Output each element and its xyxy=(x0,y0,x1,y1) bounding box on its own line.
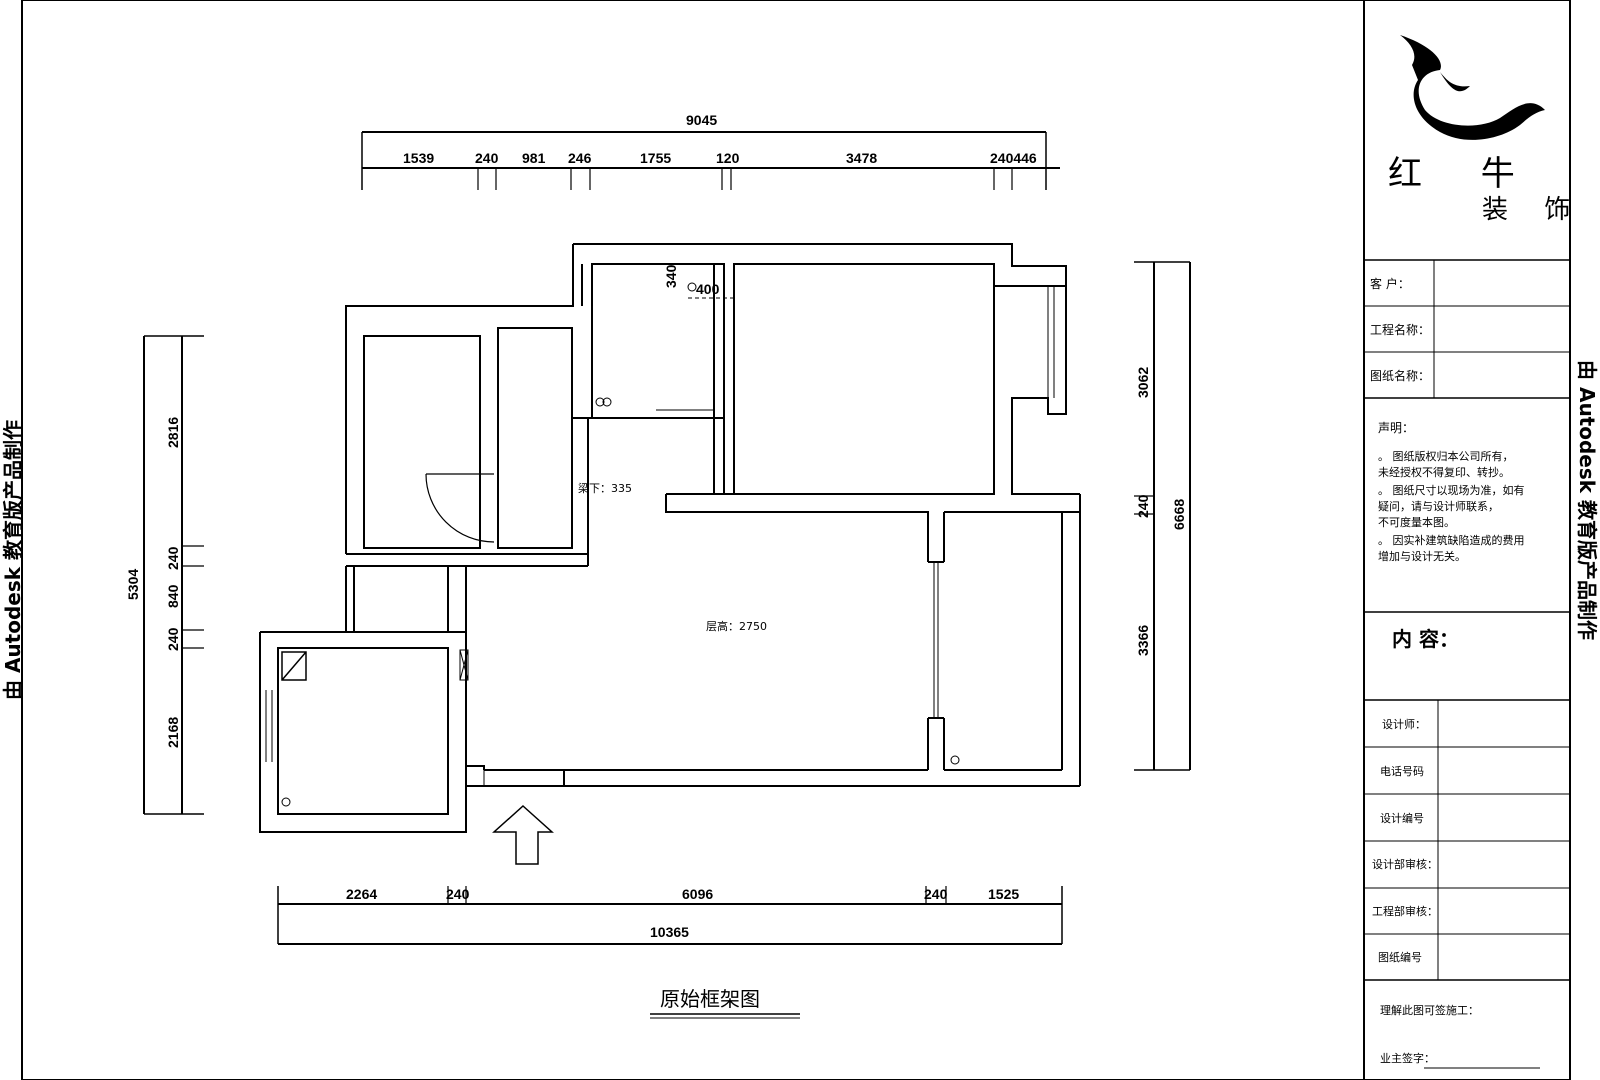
dim-top-seg: 1755 xyxy=(640,150,671,166)
door-swing-icon xyxy=(425,473,495,543)
statement-line: 。 因实补建筑缺陷造成的费用 xyxy=(1378,533,1525,547)
designer-label: 设计师： xyxy=(1382,718,1426,731)
dim-top-seg: 246 xyxy=(568,150,592,166)
pipe-icon xyxy=(602,397,612,407)
statement-line: 不可度量本图。 xyxy=(1378,515,1455,529)
dim-bottom-seg: 2264 xyxy=(346,886,377,902)
drawing-title: 原始框架图 xyxy=(660,987,760,1011)
pipe-icon xyxy=(595,397,605,407)
statement-line: 未经授权不得复印、转抄。 xyxy=(1378,465,1510,479)
construction-confirm-label: 理解此图可签施工： xyxy=(1380,1003,1479,1017)
dim-top-seg: 120 xyxy=(716,150,740,166)
dim-400: 400 xyxy=(696,281,720,297)
dim-bottom-seg: 6096 xyxy=(682,886,713,902)
statement-line: 。 图纸尺寸以现场为准，如有 xyxy=(1378,483,1525,497)
brand-name-line2: 装 饰 xyxy=(1482,195,1584,225)
statement-line: 。 图纸版权归本公司所有， xyxy=(1378,449,1514,463)
dim-top-seg: 3478 xyxy=(846,150,877,166)
dim-bottom-seg: 1525 xyxy=(988,886,1019,902)
dim-right-seg: 3062 xyxy=(1135,367,1151,398)
dim-left-seg: 240 xyxy=(165,627,181,651)
sheet-border xyxy=(21,0,1571,1080)
client-label: 客 户： xyxy=(1370,276,1410,291)
engineering-review-label: 工程部审核： xyxy=(1372,904,1438,918)
ceiling-height-note: 层高：2750 xyxy=(706,619,767,633)
right-dimension-lines xyxy=(1134,261,1191,771)
design-review-label: 设计部审核： xyxy=(1372,857,1438,871)
entrance-arrow-icon xyxy=(492,804,554,865)
dim-left-total: 5304 xyxy=(125,569,141,600)
statement-title: 声明： xyxy=(1378,421,1414,435)
statement-lines: 。 图纸版权归本公司所有， 未经授权不得复印、转抄。 。 图纸尺寸以现场为准，如… xyxy=(1378,449,1525,563)
dim-340: 340 xyxy=(663,264,679,288)
watermark-left: 由 Autodesk 教育版产品制作 xyxy=(1,420,25,700)
dim-top-seg: 240 xyxy=(475,150,499,166)
owner-signature-label: 业主签字： xyxy=(1380,1051,1435,1065)
dim-right-seg: 3366 xyxy=(1135,625,1151,656)
design-number-label: 设计编号 xyxy=(1380,811,1424,825)
drawing-name-label: 图纸名称： xyxy=(1370,368,1430,383)
dim-bottom-seg: 240 xyxy=(924,886,948,902)
dim-right-total: 6668 xyxy=(1171,499,1187,530)
dim-top-seg: 981 xyxy=(522,150,546,166)
dim-bottom-seg: 240 xyxy=(446,886,470,902)
dim-top-seg: 1539 xyxy=(403,150,434,166)
dim-top-seg: 240446 xyxy=(990,150,1037,166)
left-dimension-lines xyxy=(143,335,204,815)
brand-logo-icon xyxy=(1400,35,1545,140)
pipe-icon xyxy=(950,755,960,765)
pipe-icon xyxy=(281,797,291,807)
top-dimension-lines xyxy=(361,131,1060,190)
dim-left-seg: 240 xyxy=(165,546,181,570)
beam-drop-note: 梁下：335 xyxy=(578,481,632,495)
dim-top-total: 9045 xyxy=(686,112,717,128)
shaft-icon xyxy=(281,651,307,681)
walls xyxy=(259,243,1081,833)
window-icon xyxy=(459,649,469,681)
title-block: 红 牛 装 饰 客 户： 工程名称： 图纸名称： 声明： 。 图纸版权归本公司所… xyxy=(1363,0,1584,1080)
phone-label: 电话号码 xyxy=(1380,765,1424,778)
drawing-number-label: 图纸编号 xyxy=(1378,950,1422,964)
project-name-label: 工程名称： xyxy=(1370,322,1430,337)
dim-bottom-total: 10365 xyxy=(650,924,689,940)
bottom-dimension-lines xyxy=(277,886,1063,945)
watermark-right: 由 Autodesk 教育版产品制作 xyxy=(1575,360,1599,640)
dim-left-seg: 840 xyxy=(165,584,181,608)
pipe-icon xyxy=(687,282,697,292)
dim-right-seg: 240 xyxy=(1135,494,1151,518)
statement-line: 增加与设计无关。 xyxy=(1378,549,1466,563)
content-label: 内 容： xyxy=(1392,627,1459,651)
brand-name-line1: 红 牛 xyxy=(1388,154,1539,194)
dim-left-seg: 2168 xyxy=(165,717,181,748)
statement-line: 疑问，请与设计师联系， xyxy=(1378,500,1499,513)
dim-left-seg: 2816 xyxy=(165,417,181,448)
